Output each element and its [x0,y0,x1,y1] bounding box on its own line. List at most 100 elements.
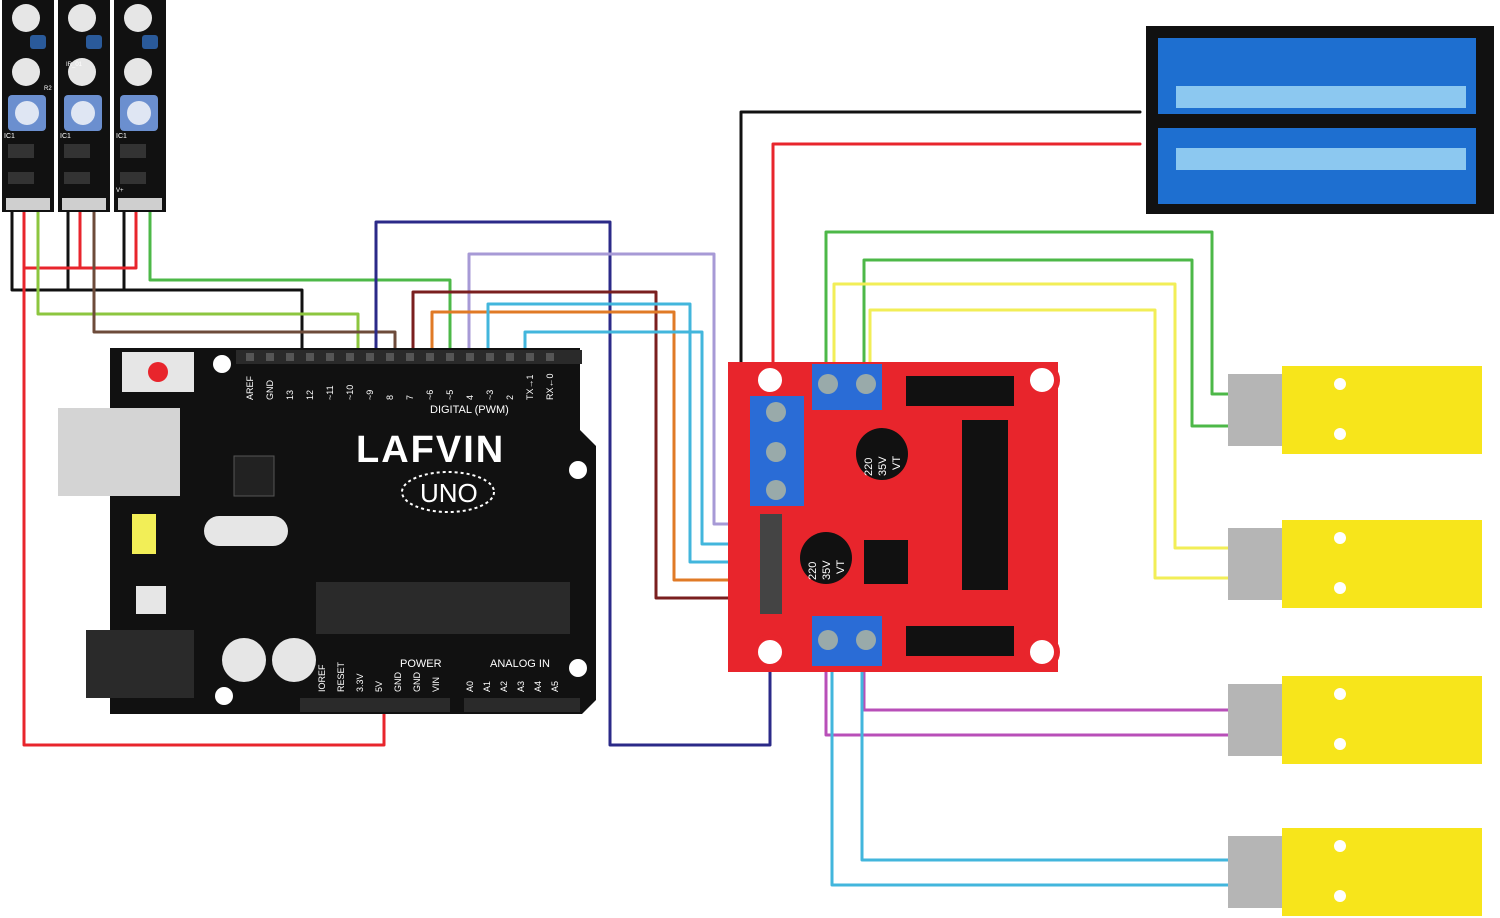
driver-mount-hole [1024,362,1060,398]
digital-pin-hole[interactable] [386,353,394,361]
wire-sensor1-signal-green [36,210,360,357]
power-header [300,698,450,712]
wire-in2-maroon [411,290,772,600]
power-analog-pin-label: IOREF [317,664,327,692]
digital-pin-hole[interactable] [306,353,314,361]
capacitor-2 [272,638,316,682]
sensor-label-ic1: IC1 [60,133,71,140]
mount-hole [215,687,233,705]
driver-mount-hole [752,634,788,670]
digital-pin-hole[interactable] [286,353,294,361]
ir-receiver [124,58,152,86]
dc-motor-1 [1228,366,1482,454]
atmega-chip [316,582,570,634]
wire-out1-green [824,230,1232,396]
analog-in-label: ANALOG IN [490,658,550,670]
power-analog-pin-label: A3 [516,681,526,692]
wire-sensor-vcc-red [22,210,386,747]
wire-in4-cyan [486,302,772,564]
ir-sensor-2: IC1 IR_01 [58,0,110,212]
digital-pin-hole[interactable] [326,353,334,361]
power-analog-pin-label: A4 [533,681,543,692]
sensor-label-r2: R2 [44,86,52,92]
digital-pin-hole[interactable] [426,353,434,361]
digital-pin-hole[interactable] [466,353,474,361]
dc-motors [1228,366,1482,916]
wire-sensor2-signal-brown [92,210,397,357]
digital-pin-hole[interactable] [526,353,534,361]
digital-pin-hole[interactable] [546,353,554,361]
ir-sensor-3: IC1 V+ [114,0,166,212]
ir-emitter [68,4,96,32]
mount-hole [213,355,231,373]
digital-pin-hole[interactable] [446,353,454,361]
digital-pin-hole[interactable] [266,353,274,361]
cap-label-220: 220 [863,458,875,476]
wire-sensor3-vcc-red [78,210,138,270]
digital-pin-label: 4 [465,395,475,400]
dc-jack [86,630,194,698]
wire-in3-orange [430,310,772,582]
power-analog-pin-label: VIN [431,677,441,692]
digital-pin-label: 2 [505,395,515,400]
digital-pwm-label: DIGITAL (PWM) [430,404,509,416]
wire-sensor2-vcc-red [22,210,82,270]
wire-sensor-gnd-black [10,210,304,357]
usb-port [58,408,180,496]
power-analog-pin-label: 5V [374,681,384,692]
power-analog-pin-label: A2 [499,681,509,692]
mount-hole [569,461,587,479]
wire-out4-cyan [860,643,1232,862]
ir-emitter [124,4,152,32]
digital-pin-label: RX←0 [545,373,555,400]
cap-label-vt: VT [835,560,847,574]
digital-pin-hole[interactable] [406,353,414,361]
wires [10,110,1232,887]
voltage-regulator [136,586,166,614]
usb-chip [233,455,275,497]
digital-pin-hole[interactable] [366,353,374,361]
digital-pin-label: ~9 [365,390,375,400]
regulator [864,540,908,584]
digital-pin-label: 8 [385,395,395,400]
digital-pin-hole[interactable] [506,353,514,361]
digital-pin-label: ~11 [325,385,335,400]
digital-pin-label: ~10 [345,385,355,400]
analog-header [464,698,580,712]
wire-out3-cyan [830,643,1232,887]
ir-receiver [12,58,40,86]
wire-out2-yellow [868,308,1232,580]
battery-holder [1146,26,1494,214]
model-label: UNO [420,478,478,508]
brand-logo: LAFVIN [356,429,505,471]
digital-pin-holes [246,353,554,361]
heatsink-fins [906,626,1014,656]
mount-hole [569,659,587,677]
cap-label-35v: 35V [877,456,889,476]
dc-motor-4 [1228,828,1482,916]
digital-pin-label: ~3 [485,390,495,400]
capacitor-top [856,428,908,480]
power-analog-pin-label: 3.3V [355,673,365,692]
wire-battery-red [771,142,1142,412]
motor-driver-board: 220 35V VT 220 35V VT [728,362,1060,672]
wire-out2-green [862,258,1232,428]
power-analog-pin-label: RESET [336,661,346,692]
digital-pin-hole[interactable] [486,353,494,361]
dc-motor-2 [1228,520,1482,608]
digital-pin-hole[interactable] [346,353,354,361]
digital-pin-label: 13 [285,390,295,400]
ir-sensor-1: IC1 R2 [2,0,54,212]
wire-out1-yellow [832,282,1232,550]
ir-sensor-modules: IC1 R2 IC1 IR_01 IC1 V+ [2,0,166,212]
heatsink-fins [906,376,1014,406]
power-label: POWER [400,658,442,670]
power-analog-pin-label: A5 [550,681,560,692]
digital-pin-label: GND [265,380,275,401]
control-pin-header [760,514,782,614]
digital-pin-hole[interactable] [246,353,254,361]
digital-pin-label: ~6 [425,390,435,400]
